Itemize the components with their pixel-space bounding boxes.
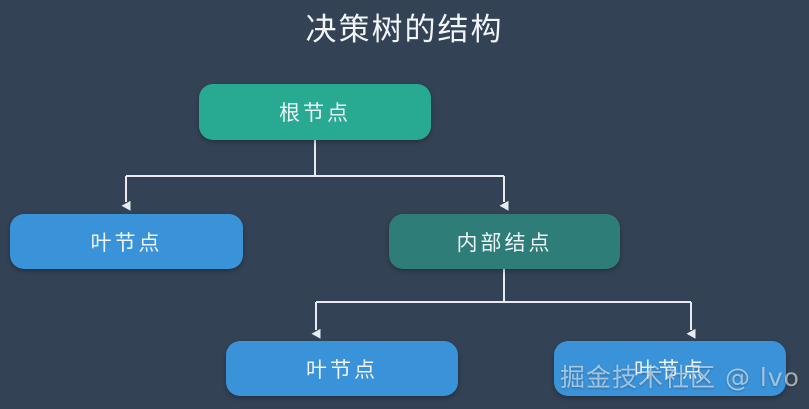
node-internal: 内部结点 [389, 214, 620, 269]
node-leaf-bottom-right-label: 叶节点 [634, 357, 706, 382]
node-internal-label: 内部结点 [456, 230, 553, 255]
page-title: 决策树的结构 [305, 12, 504, 48]
node-leaf-bottom-left-label: 叶节点 [306, 357, 378, 382]
node-leaf-bottom-left: 叶节点 [226, 341, 458, 396]
node-leaf-bottom-right: 叶节点 [554, 341, 786, 396]
node-leaf-left: 叶节点 [10, 214, 243, 269]
node-root: 根节点 [199, 84, 431, 140]
node-root-label: 根节点 [279, 101, 351, 125]
node-leaf-left-label: 叶节点 [90, 230, 163, 255]
